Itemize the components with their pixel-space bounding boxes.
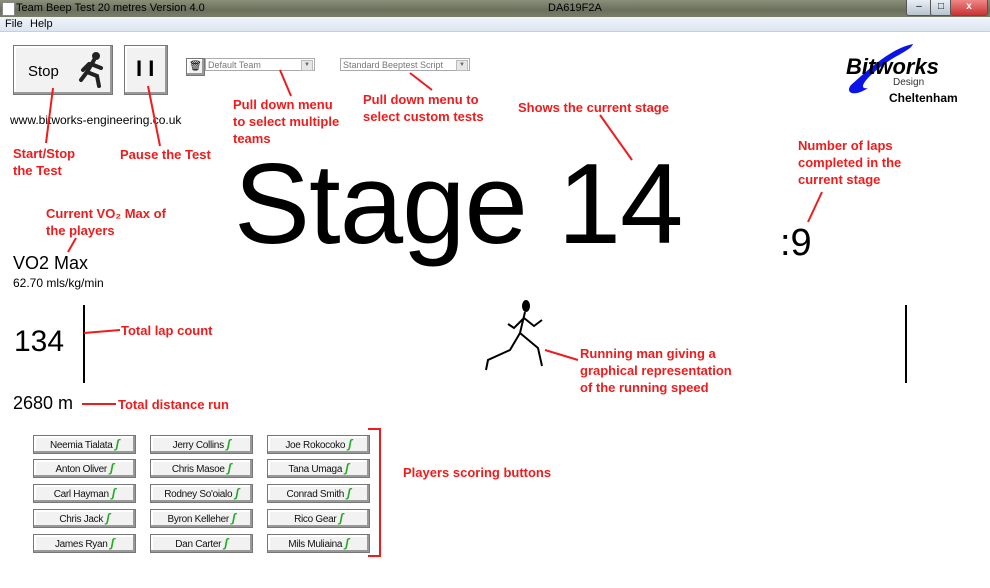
- script-select-value: Standard Beeptest Script: [343, 60, 444, 70]
- vo2-title: VO2 Max: [13, 253, 89, 273]
- runner-icon: ʃ: [347, 486, 351, 500]
- stage-display: Stage 14: [234, 141, 683, 268]
- title-bar: Team Beep Test 20 metres Version 4.0 DA6…: [0, 0, 990, 17]
- runner-icon: ʃ: [224, 536, 228, 550]
- player-name: Chris Jack: [59, 514, 104, 525]
- annotation-pause: Pause the Test: [120, 147, 211, 162]
- runner-icon: ʃ: [109, 461, 114, 475]
- player-name: Carl Hayman: [53, 489, 109, 500]
- delete-team-button[interactable]: 🗑: [186, 58, 205, 76]
- player-name: Dan Carter: [175, 539, 222, 550]
- annotation-players: Players scoring buttons: [403, 465, 552, 480]
- player-name: Tana Umaga: [288, 464, 343, 475]
- player-name: Joe Rokocoko: [285, 440, 346, 451]
- menu-help[interactable]: Help: [30, 18, 53, 30]
- trash-icon: 🗑: [189, 61, 202, 72]
- player-name: James Ryan: [54, 539, 108, 550]
- annotation-distance: Total distance run: [118, 397, 229, 412]
- chevron-down-icon: ▼: [301, 60, 313, 71]
- lap-in-stage: :9: [780, 222, 812, 264]
- chevron-down-icon: ▼: [456, 60, 468, 71]
- runner-icon: ʃ: [115, 437, 120, 451]
- script-select[interactable]: Standard Beeptest Script ▼: [340, 58, 470, 71]
- runner-icon: ʃ: [226, 437, 231, 451]
- runner-icon: ʃ: [110, 536, 115, 550]
- runner-icon: ʃ: [339, 511, 343, 525]
- total-distance: 2680 m: [13, 393, 74, 413]
- vo2-value: 62.70 mls/kg/min: [13, 276, 104, 290]
- team-select-value: Default Team: [208, 60, 261, 70]
- stop-button[interactable]: Stop: [13, 45, 113, 95]
- pause-button[interactable]: I I: [124, 45, 168, 95]
- runner-icon: ʃ: [348, 437, 352, 451]
- track-start-line: [83, 305, 85, 383]
- sprinter-icon: [79, 52, 103, 88]
- runner-icon: ʃ: [235, 486, 239, 500]
- logo-swoosh: [848, 44, 913, 94]
- runner-icon: ʃ: [111, 486, 116, 500]
- running-man-icon: [485, 300, 543, 371]
- player-name: Byron Kelleher: [167, 514, 230, 525]
- menu-file[interactable]: File: [5, 18, 23, 30]
- player-name: Rodney So'oialo: [164, 489, 233, 500]
- player-name: Rico Gear: [294, 514, 337, 525]
- player-name: Conrad Smith: [286, 489, 344, 500]
- menu-bar: File Help: [0, 17, 990, 32]
- runner-icon: ʃ: [231, 511, 236, 525]
- runner-icon: ʃ: [345, 461, 349, 475]
- track-end-line: [905, 305, 907, 383]
- runner-icon: ʃ: [345, 536, 349, 550]
- window-id: DA619F2A: [548, 2, 602, 14]
- stop-label: Stop: [28, 63, 59, 80]
- player-name: Mils Muliaina: [288, 539, 343, 550]
- website-link[interactable]: www.bitworks-engineering.co.uk: [10, 113, 182, 127]
- app-icon: [2, 2, 15, 16]
- player-name: Neemia Tialata: [49, 440, 113, 451]
- bitworks-logo: Bitworks Design Cheltenham: [843, 40, 973, 105]
- player-name: Chris Masoe: [171, 464, 225, 475]
- runner-icon: ʃ: [106, 511, 110, 525]
- total-lap-count: 134: [14, 325, 65, 358]
- window-title: Team Beep Test 20 metres Version 4.0: [16, 2, 205, 14]
- pause-label: I I: [136, 56, 155, 81]
- annotation-stage: Shows the current stage: [518, 100, 669, 115]
- close-button[interactable]: x: [950, 0, 988, 16]
- runner-icon: ʃ: [227, 461, 232, 475]
- minimize-button[interactable]: –: [906, 0, 932, 16]
- player-name: Anton Oliver: [55, 464, 108, 475]
- player-name: Jerry Collins: [172, 440, 224, 451]
- team-select[interactable]: Default Team ▼: [205, 58, 315, 71]
- annotation-lap-count: Total lap count: [121, 323, 213, 338]
- maximize-button[interactable]: □: [930, 0, 952, 16]
